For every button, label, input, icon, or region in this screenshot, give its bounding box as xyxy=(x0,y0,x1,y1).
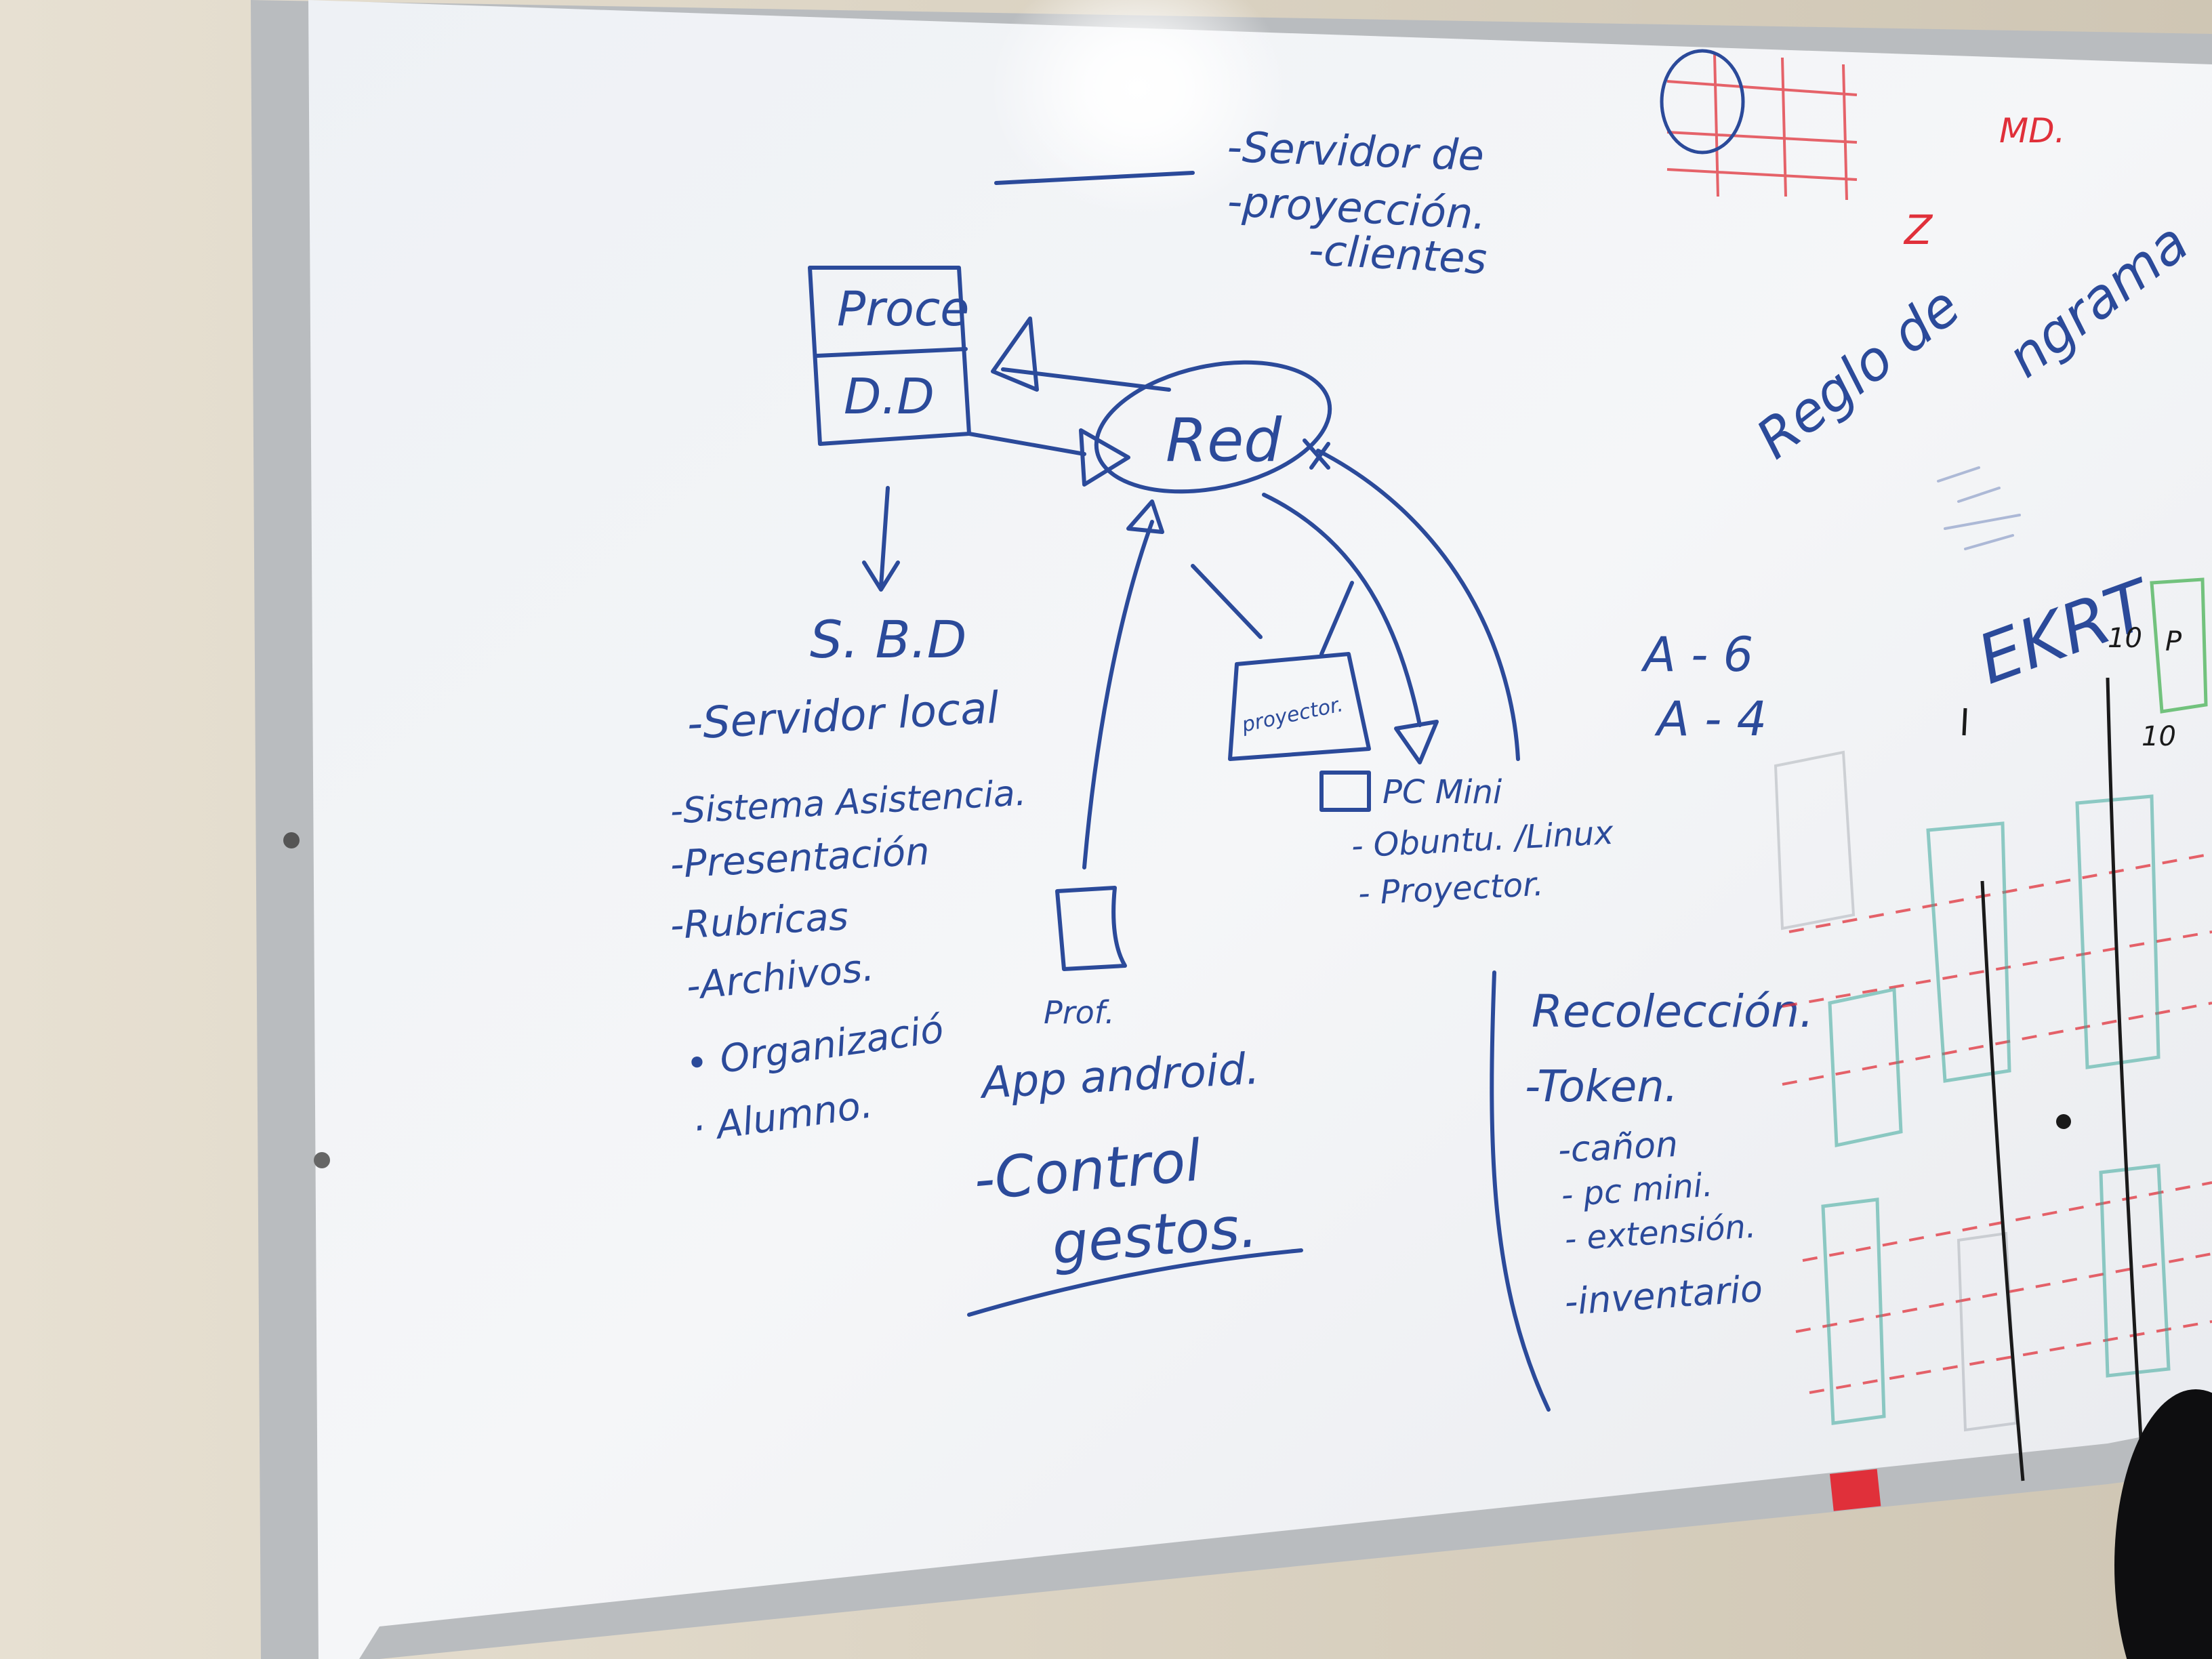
arrow-box-to-red xyxy=(967,432,1086,456)
dark-object xyxy=(2114,1389,2212,1659)
red-grid xyxy=(1666,54,1858,201)
red-sticker xyxy=(1830,1469,1881,1511)
outer-arc xyxy=(1316,449,1520,761)
code-a4: A - 4 xyxy=(1654,691,1767,747)
phone-line xyxy=(1082,520,1154,869)
num-10-a: 10 xyxy=(2108,623,2142,654)
black-line-1 xyxy=(1980,880,2025,1481)
db-item-4: -Rubricas xyxy=(669,895,849,948)
black-dot xyxy=(2056,1114,2071,1129)
arrowhead-outer xyxy=(1303,438,1330,470)
proce-box-divider xyxy=(815,347,968,358)
projector-box xyxy=(1228,652,1371,761)
z-label: Z xyxy=(1903,207,1933,254)
black-line-2 xyxy=(2106,677,2144,1451)
recoleccion-token: -Token. xyxy=(1525,1062,1678,1112)
pcmini-box xyxy=(1319,771,1371,812)
red-label: Red xyxy=(1166,405,1282,475)
phone-shape xyxy=(1055,886,1127,971)
teal-shape-5 xyxy=(2099,1164,2171,1378)
light-glare xyxy=(989,0,1288,217)
teal-shape-4 xyxy=(1821,1197,1886,1425)
pcmini-line xyxy=(1262,493,1422,727)
arrowhead-left xyxy=(991,316,1039,392)
blue-circle xyxy=(1660,49,1745,155)
black-tick xyxy=(1962,708,1967,736)
recoleccion-title: Recolección. xyxy=(1532,985,1814,1038)
divider-line xyxy=(1490,970,1551,1412)
board-screw xyxy=(314,1152,330,1168)
recoleccion-item-1: -cañon xyxy=(1557,1124,1679,1171)
teal-shape-1 xyxy=(1926,821,2011,1083)
top-note-1: -Servidor de xyxy=(1226,122,1485,180)
projector-line-b xyxy=(1319,581,1354,656)
db-title: S. B.D xyxy=(810,609,966,670)
arrowhead-up xyxy=(1126,499,1164,534)
arrowhead-down xyxy=(1394,720,1439,764)
hash-marks xyxy=(1937,466,2021,550)
box-top-label: Proce xyxy=(837,281,969,337)
teal-shape-2 xyxy=(2075,794,2160,1069)
faded-shape xyxy=(1774,750,2018,1432)
projector-line-a xyxy=(1191,564,1263,639)
arrow-red-to-box xyxy=(1001,367,1171,392)
green-shape xyxy=(2150,577,2208,714)
board-screw xyxy=(283,832,300,848)
letter-p: P xyxy=(2165,626,2182,657)
top-note-3: -clientes xyxy=(1307,225,1488,284)
teal-shape-3 xyxy=(1828,987,1903,1148)
red-dashed-lines xyxy=(1782,853,2212,1394)
pcmini-title: PC Mini xyxy=(1382,773,1502,811)
num-10-b: 10 xyxy=(2142,721,2176,752)
top-arrow xyxy=(994,171,1195,185)
phone-label: Prof. xyxy=(1044,994,1115,1031)
md-label: MD. xyxy=(1999,111,2066,150)
code-a6: A - 6 xyxy=(1641,627,1753,682)
board-surface xyxy=(308,0,2212,1659)
underline xyxy=(967,1248,1303,1317)
box-bottom-label: D.D xyxy=(844,368,935,425)
arrowhead-right xyxy=(1079,428,1130,487)
red-network-ellipse xyxy=(1094,360,1332,494)
arrow-down-sbd xyxy=(862,486,900,592)
